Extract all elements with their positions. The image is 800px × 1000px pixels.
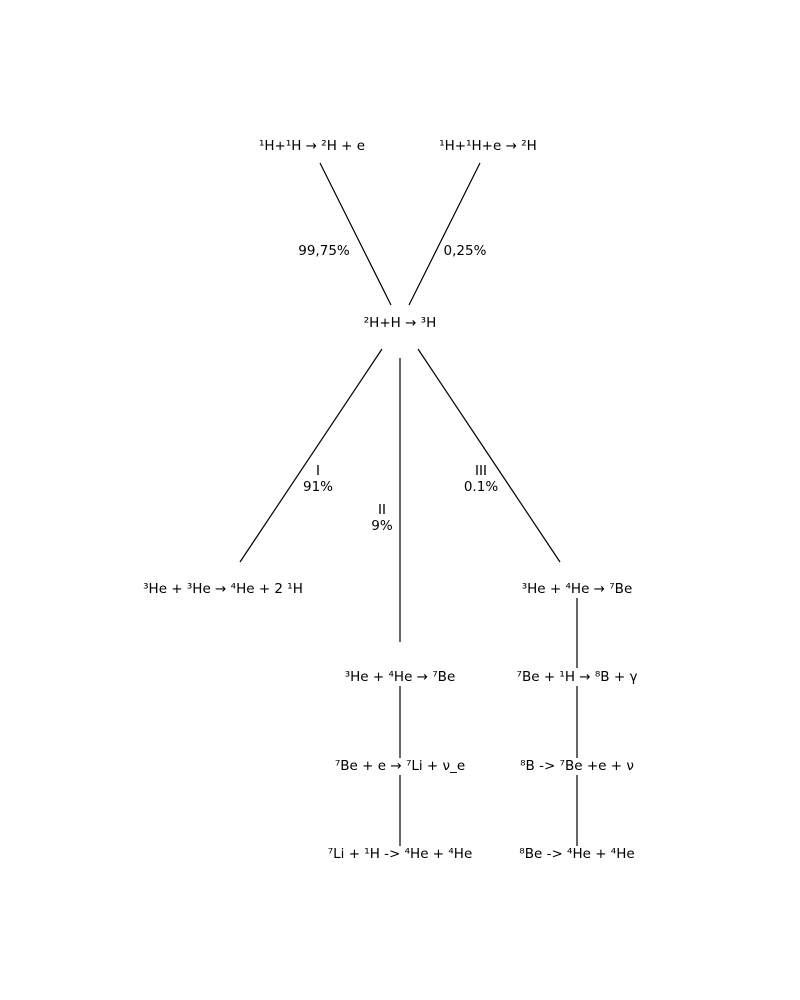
reaction-ppII-step3: ⁷Li + ¹H -> ⁴He + ⁴He <box>327 846 473 862</box>
reaction-pp: ¹H+¹H → ²H + e <box>258 138 366 154</box>
edge-pep-to-dp <box>408 162 481 306</box>
branch-III-percent: 0.1% <box>463 479 499 495</box>
branch-II-name: II <box>378 502 386 518</box>
edge-pp-to-dp <box>319 162 392 306</box>
branch-pep-percent: 0,25% <box>443 243 487 259</box>
branch-II-percent: 9% <box>371 518 393 534</box>
reaction-dp: ²H+H → ³H <box>363 315 437 331</box>
reaction-ppIII-step2: ⁷Be + ¹H → ⁸B + γ <box>516 669 638 685</box>
branch-I-percent: 91% <box>302 479 334 495</box>
branch-I-name: I <box>316 463 320 479</box>
reaction-pep: ¹H+¹H+e → ²H <box>439 138 537 154</box>
branch-I-label: I 91% <box>303 463 333 495</box>
reaction-ppII-step2: ⁷Be + e → ⁷Li + ν_e <box>334 758 466 774</box>
edge-dp-to-ppI <box>239 348 383 563</box>
reaction-ppII-step1: ³He + ⁴He → ⁷Be <box>344 669 456 685</box>
reaction-ppI: ³He + ³He → ⁴He + 2 ¹H <box>143 581 303 597</box>
branch-III-label: III 0.1% <box>464 463 498 495</box>
branch-III-name: III <box>475 463 487 479</box>
reaction-ppIII-step1: ³He + ⁴He → ⁷Be <box>521 581 633 597</box>
edge-dp-to-ppIII <box>417 348 561 563</box>
reaction-ppIII-step4: ⁸Be -> ⁴He + ⁴He <box>519 846 635 862</box>
branch-II-label: II 9% <box>371 502 392 534</box>
branch-pp-percent: 99,75% <box>298 243 350 259</box>
reaction-ppIII-step3: ⁸B -> ⁷Be +e + ν <box>520 758 634 774</box>
